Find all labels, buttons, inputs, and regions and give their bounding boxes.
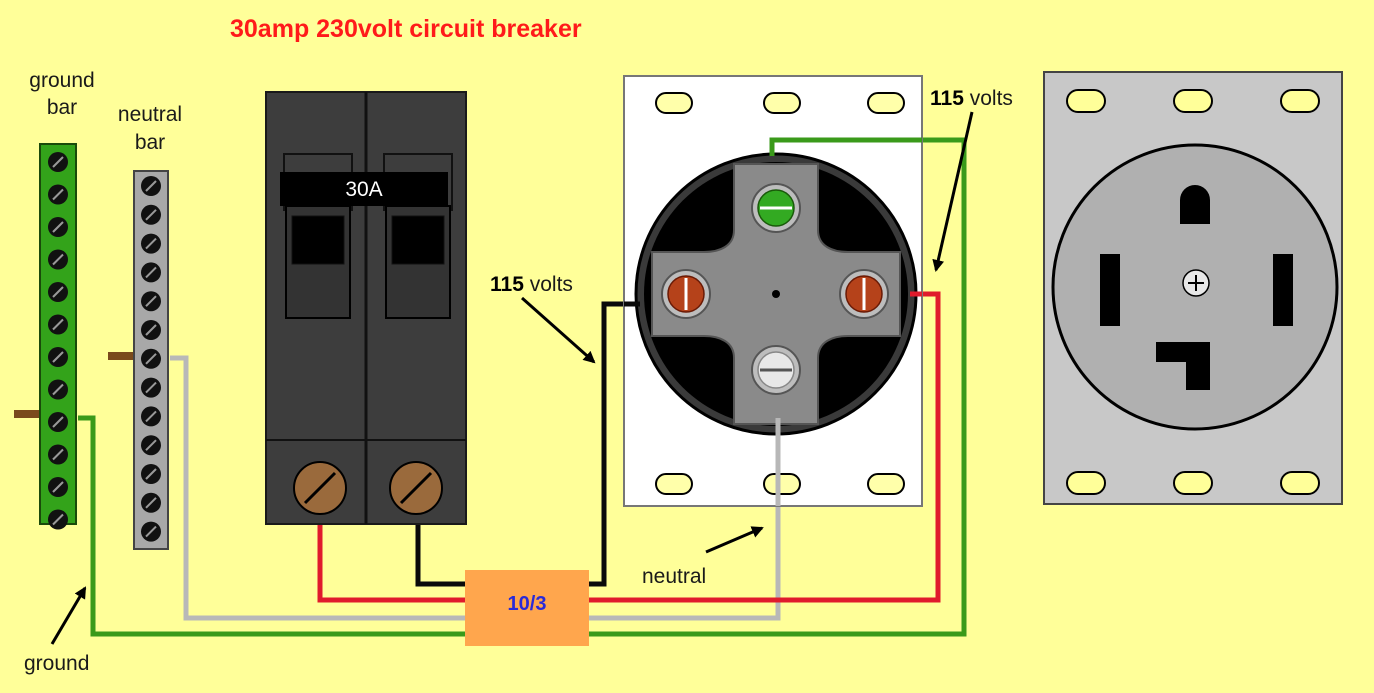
double-pole-breaker-icon: 30A <box>265 91 467 525</box>
neutral-bar-screw <box>141 233 161 254</box>
ground-bar-screw <box>48 509 68 530</box>
volts-label-right: 115 volts <box>930 87 1013 110</box>
ground-terminal-screw <box>751 183 801 233</box>
ground-label: ground <box>24 652 89 675</box>
neutral-bar-label-1: neutral <box>118 103 182 126</box>
cable-label: 10/3 <box>508 593 547 615</box>
neutral-arrow <box>705 526 764 554</box>
ground-bar-screw <box>48 412 68 432</box>
neutral-bar-screw <box>141 406 161 427</box>
ground-bar-screw <box>48 282 68 302</box>
neutral-terminal-screw <box>751 345 801 395</box>
red-hot-wire <box>317 291 941 603</box>
ground-bar <box>14 143 77 530</box>
neutral-bar-screw <box>141 176 161 196</box>
receptacle-terminal-block-icon <box>623 75 923 507</box>
neutral-bar-screw <box>141 320 161 340</box>
neutral-label: neutral <box>642 565 706 588</box>
breaker-rating-label: 30A <box>345 178 382 201</box>
nema-14-30-outlet-icon <box>1043 71 1343 505</box>
breaker-terminal-screw-right <box>389 461 443 515</box>
neutral-bar-label-2: bar <box>135 131 165 154</box>
wire-ends <box>624 137 922 506</box>
outlet-ground-slot <box>1180 185 1210 224</box>
ground-arrow <box>50 586 87 645</box>
ground-bar-screw <box>48 477 68 497</box>
outlet-hot-slot-left <box>1100 254 1120 326</box>
neutral-bar-screw <box>141 204 161 225</box>
ground-bar-screw <box>48 217 68 237</box>
neutral-bar-screw <box>141 348 161 369</box>
volts-label-left: 115 volts <box>490 273 573 296</box>
neutral-bar-screw <box>141 377 161 398</box>
ground-bar-lug <box>14 410 44 418</box>
hot-terminal-screw-left <box>661 269 711 319</box>
black-hot-wire <box>415 301 640 587</box>
ground-bar-screws <box>48 152 68 530</box>
cable-box: 10/3 <box>465 570 589 646</box>
ground-bar-screw <box>48 249 68 270</box>
ground-bar-screw <box>48 152 68 172</box>
outlet-hot-slot-right <box>1273 254 1293 326</box>
neutral-bar-screw <box>141 435 161 456</box>
ground-bar-label-1: ground <box>29 69 94 92</box>
neutral-bar-screw <box>141 291 161 312</box>
neutral-bar-screw <box>141 492 161 513</box>
ground-bar-screw <box>48 347 68 367</box>
ground-bar-screw <box>48 444 68 465</box>
hot-terminal-screw-right <box>839 269 889 319</box>
breaker-terminal-screw-left <box>293 461 347 515</box>
ground-bar-screw <box>48 314 68 335</box>
neutral-bar-lug <box>108 352 140 360</box>
ground-bar-screw <box>48 379 68 400</box>
neutral-bar-screw <box>141 464 161 484</box>
mounting-slots-front <box>1066 89 1320 495</box>
ground-bar-label-2: bar <box>47 96 77 119</box>
volts-arrow-left <box>521 296 596 364</box>
neutral-wire <box>170 355 781 621</box>
volts-arrow-right <box>932 111 974 272</box>
mounting-slots-back <box>655 92 905 495</box>
outlet-neutral-slot <box>1156 342 1210 390</box>
ground-bar-screw <box>48 184 68 205</box>
diagram-title: 30amp 230volt circuit breaker <box>230 15 582 43</box>
outlet-center-screw <box>1182 269 1210 297</box>
neutral-bar-screw <box>141 262 161 283</box>
neutral-bar-screws <box>141 176 161 542</box>
neutral-bar <box>108 170 169 550</box>
neutral-bar-screw <box>141 521 161 542</box>
